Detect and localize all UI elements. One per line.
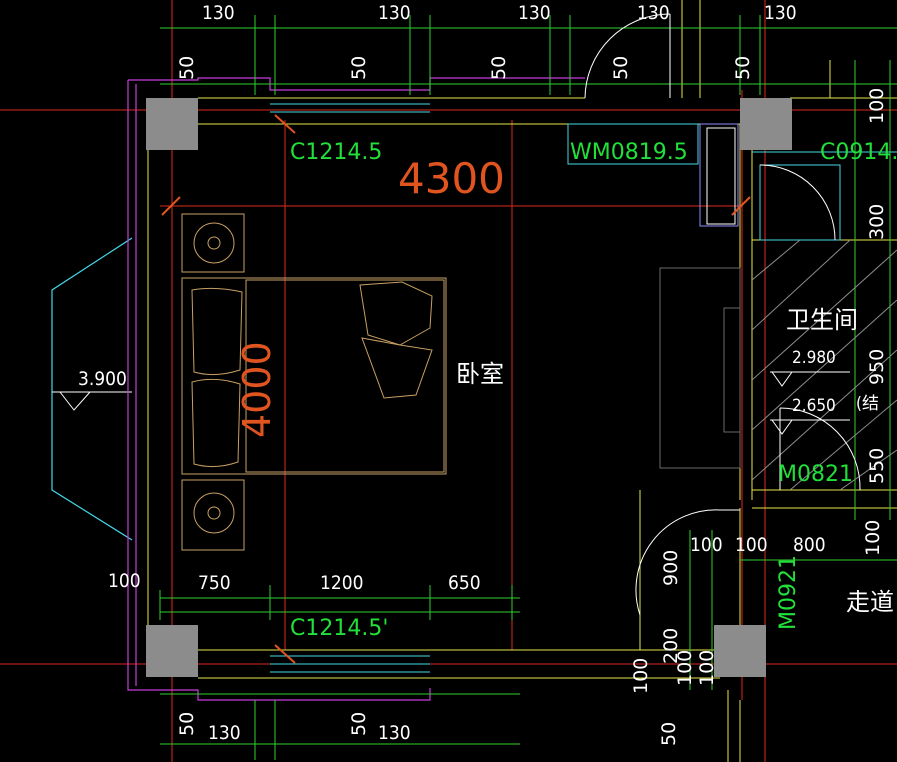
dimension-ticks: [161, 114, 751, 664]
dim-bottom-2: 130: [378, 722, 411, 744]
dim-top-5: 130: [764, 2, 797, 24]
dim-interior-2: 1200: [320, 572, 364, 594]
dim-bottom-small-2: 50: [348, 711, 370, 736]
dim-top-small-5: 50: [732, 55, 754, 80]
dim-bottom-small-3: 50: [658, 721, 680, 746]
elevation-bay: 3.900: [78, 368, 127, 390]
room-width-dim: 4300: [398, 154, 505, 203]
dim-bottom-small-1: 50: [176, 711, 198, 736]
bed-length-dim: 4000: [235, 341, 279, 438]
structural-columns: [146, 98, 792, 677]
bay-window-outline: [51, 237, 133, 541]
window-lines: [270, 103, 897, 673]
bed-furniture: [181, 213, 447, 551]
dim-top-4: 130: [637, 2, 670, 24]
dim-interior-3: 650: [448, 572, 481, 594]
dim-top-small-1: 50: [176, 55, 198, 80]
structure-note: (结: [856, 394, 879, 414]
dim-door-v-5: 100: [696, 649, 718, 686]
dim-top-small-3: 50: [488, 55, 510, 80]
elevation-bath-1: 2.980: [792, 348, 836, 368]
dim-door-v-1: 900: [660, 549, 682, 586]
dim-bottom-1: 130: [208, 722, 241, 744]
dim-top-small-4: 50: [610, 55, 632, 80]
dim-door-v-3: 100: [630, 657, 652, 694]
room-name-bathroom: 卫生间: [786, 306, 858, 334]
dim-door-3: 800: [793, 534, 826, 556]
bath-door-code: M0821: [778, 462, 853, 487]
wall-outline: [127, 77, 585, 701]
tv-cabinet: [659, 267, 741, 469]
dim-right-3: 950: [866, 348, 888, 385]
door-swings: [584, 13, 861, 616]
window-code-top: C1214.5: [290, 140, 383, 165]
window-code-bottom: C1214.5': [290, 616, 389, 641]
dimension-lines: [159, 15, 897, 760]
room-name-bedroom: 卧室: [456, 360, 504, 388]
dim-door-2: 100: [735, 534, 768, 556]
dim-top-1: 130: [202, 2, 235, 24]
room-name-corridor: 走道: [846, 588, 894, 616]
wardrobe-door-code: WM0819.5: [570, 140, 688, 165]
dim-door-v-4: 100: [674, 649, 696, 686]
dim-left-side: 100: [108, 570, 141, 592]
dim-right-2: 300: [866, 203, 888, 240]
wardrobe-unit: [699, 123, 739, 227]
bed-door-code: M0921: [776, 555, 801, 630]
bathroom-hatch: [752, 240, 897, 490]
dim-right-1: 100: [866, 87, 888, 124]
dim-interior-1: 750: [198, 572, 231, 594]
elevation-bath-2: 2.650: [792, 396, 836, 416]
dim-top-3: 130: [518, 2, 551, 24]
dim-door-1: 100: [690, 534, 723, 556]
dim-top-small-2: 50: [348, 55, 370, 80]
dim-right-4: 550: [866, 447, 888, 484]
dim-door-4: 100: [862, 519, 884, 556]
dim-top-2: 130: [378, 2, 411, 24]
bath-window-code: C0914.: [820, 140, 897, 165]
